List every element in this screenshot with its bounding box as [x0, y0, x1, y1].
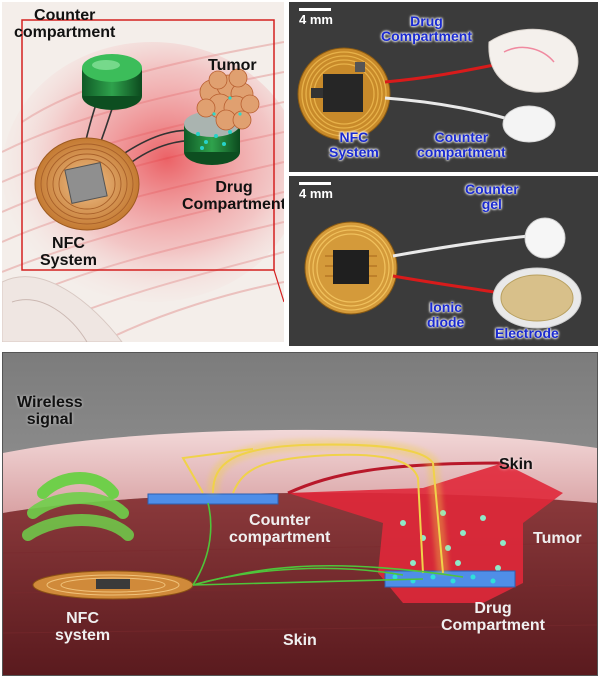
- scale-bar-c: 4 mm: [299, 182, 333, 201]
- panel-d-artwork: [3, 353, 597, 675]
- tumor-mass: [196, 68, 260, 131]
- label-tumor: Tumor: [208, 57, 257, 74]
- counter-cylinder: [82, 54, 142, 110]
- panel-b-artwork: [289, 2, 598, 172]
- panel-c-artwork: [289, 176, 598, 346]
- panel-a-artwork: [2, 2, 284, 342]
- label-skin-top: Skin: [499, 456, 533, 473]
- drug-compartment-gel: [488, 28, 579, 93]
- green-wires: [192, 502, 464, 586]
- nfc-board-c: [304, 221, 398, 315]
- drug-compartment-bar: [384, 570, 516, 588]
- electrode-disc: [492, 267, 582, 329]
- label-c-electrode: Electrode: [495, 325, 559, 341]
- counter-compartment-bar: [147, 493, 279, 505]
- label-skin-bottom: Skin: [283, 632, 317, 649]
- wireless-signal-arcs: [22, 472, 134, 541]
- counter-compartment-gel: [502, 105, 556, 143]
- scale-bar-b: 4 mm: [299, 8, 333, 27]
- nfc-coil: [34, 137, 140, 231]
- nfc-disc-d: [32, 570, 194, 600]
- counter-gel: [524, 217, 566, 259]
- label-d-tumor: Tumor: [533, 530, 582, 547]
- nfc-board: [297, 47, 391, 141]
